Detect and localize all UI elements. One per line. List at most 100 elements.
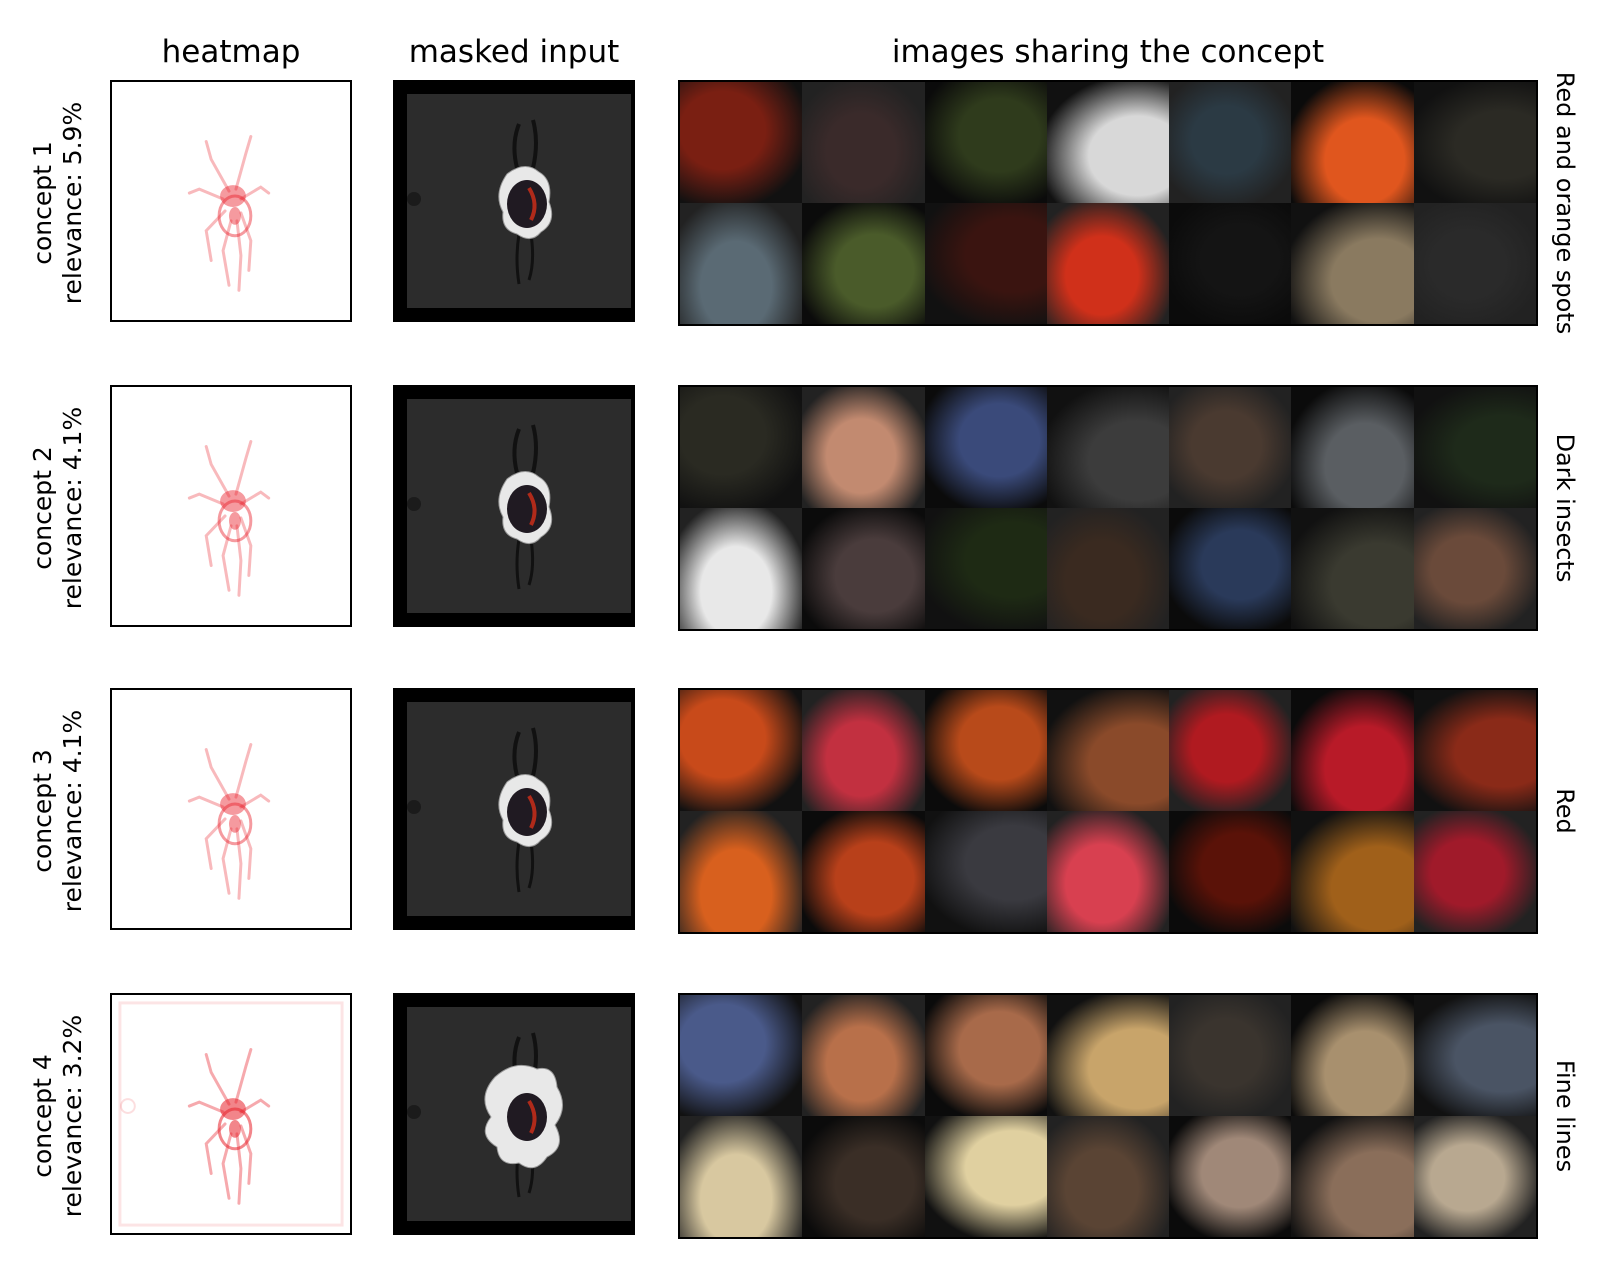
concept-name-text: Red — [1551, 788, 1579, 834]
concept-example-image — [1046, 1116, 1170, 1237]
concept-example-image — [1291, 203, 1414, 324]
concept-example-image — [802, 387, 925, 508]
concept-example-image — [924, 82, 1047, 203]
concept-example-image — [1169, 508, 1292, 629]
masked-input-panel — [393, 993, 635, 1235]
concept-example-image — [802, 203, 925, 324]
concept-number: concept 4 — [28, 1054, 57, 1178]
concept-example-image — [1169, 811, 1292, 932]
masked-input-image — [407, 702, 631, 916]
concept-example-image — [1046, 995, 1170, 1116]
concept-example-image — [1046, 82, 1170, 203]
concept-example-image — [802, 995, 925, 1116]
concept-relevance: relevance: 3.2% — [58, 1014, 87, 1218]
masked-input-panel — [393, 385, 635, 627]
concept-example-image — [1291, 995, 1414, 1116]
concept-example-image — [1291, 387, 1414, 508]
concept-image-grid — [678, 385, 1538, 631]
concept-example-image — [680, 508, 803, 629]
heatmap-panel — [110, 688, 352, 930]
concept-example-image — [802, 82, 925, 203]
concept-example-image — [802, 508, 925, 629]
images-column-header: images sharing the concept — [891, 34, 1325, 70]
concept-example-image — [924, 690, 1047, 811]
heatmap-column-header: heatmap — [161, 34, 301, 70]
concept-relevance: relevance: 4.1% — [58, 406, 87, 610]
concept-example-image — [924, 995, 1047, 1116]
concept-example-image — [924, 387, 1047, 508]
heatmap-panel — [110, 80, 352, 322]
concept-example-image — [680, 82, 803, 203]
concept-example-image — [1169, 690, 1292, 811]
concept-example-image — [1169, 82, 1292, 203]
concept-example-image — [680, 387, 803, 508]
concept-example-image — [1169, 387, 1292, 508]
concept-number: concept 2 — [28, 446, 57, 570]
concept-name-label: Red — [1540, 688, 1590, 934]
concept-example-image — [1169, 995, 1292, 1116]
concept-example-image — [802, 811, 925, 932]
concept-image-grid — [678, 993, 1538, 1239]
concept-relevance: relevance: 4.1% — [58, 709, 87, 913]
concept-example-image — [1413, 995, 1536, 1116]
concept-example-image — [1291, 82, 1414, 203]
heatmap-panel — [110, 993, 352, 1235]
concept-example-image — [680, 811, 803, 932]
concept-name-text: Dark insects — [1551, 433, 1579, 583]
concept-example-image — [1413, 690, 1536, 811]
concept-example-image — [680, 995, 803, 1116]
concept-example-image — [802, 690, 925, 811]
masked-input-image — [407, 94, 631, 308]
masked-input-image — [407, 399, 631, 613]
concept-name-label: Red and orange spots — [1540, 72, 1590, 334]
concept-name-text: Fine lines — [1551, 1059, 1579, 1173]
concept-example-image — [924, 1116, 1047, 1237]
masked-input-image — [407, 1007, 631, 1221]
concept-example-image — [1291, 1116, 1414, 1237]
concept-example-image — [1413, 811, 1536, 932]
masked-input-panel — [393, 80, 635, 322]
concept-example-image — [1291, 690, 1414, 811]
concept-example-image — [1413, 82, 1536, 203]
concept-example-image — [1046, 811, 1170, 932]
concept-name-label: Dark insects — [1540, 385, 1590, 631]
concept-example-image — [1046, 387, 1170, 508]
concept-example-image — [1413, 1116, 1536, 1237]
masked-input-panel — [393, 688, 635, 930]
concept-example-image — [1169, 203, 1292, 324]
concept-example-image — [1291, 811, 1414, 932]
concept-example-image — [1169, 1116, 1292, 1237]
concept-image-grid — [678, 688, 1538, 934]
concept-name-text: Red and orange spots — [1551, 71, 1579, 335]
concept-example-image — [924, 203, 1047, 324]
concept-example-image — [1291, 508, 1414, 629]
concept-image-grid — [678, 80, 1538, 326]
concept-example-image — [680, 1116, 803, 1237]
masked-input-column-header: masked input — [408, 34, 620, 70]
concept-example-image — [680, 690, 803, 811]
concept-name-label: Fine lines — [1540, 993, 1590, 1239]
concept-example-image — [1413, 203, 1536, 324]
concept-example-image — [1046, 690, 1170, 811]
heatmap-panel — [110, 385, 352, 627]
concept-relevance: relevance: 5.9% — [58, 101, 87, 305]
concept-example-image — [1413, 387, 1536, 508]
concept-example-image — [680, 203, 803, 324]
concept-example-image — [924, 811, 1047, 932]
concept-example-image — [802, 1116, 925, 1237]
concept-example-image — [1046, 203, 1170, 324]
concept-number: concept 3 — [28, 749, 57, 873]
concept-example-image — [924, 508, 1047, 629]
